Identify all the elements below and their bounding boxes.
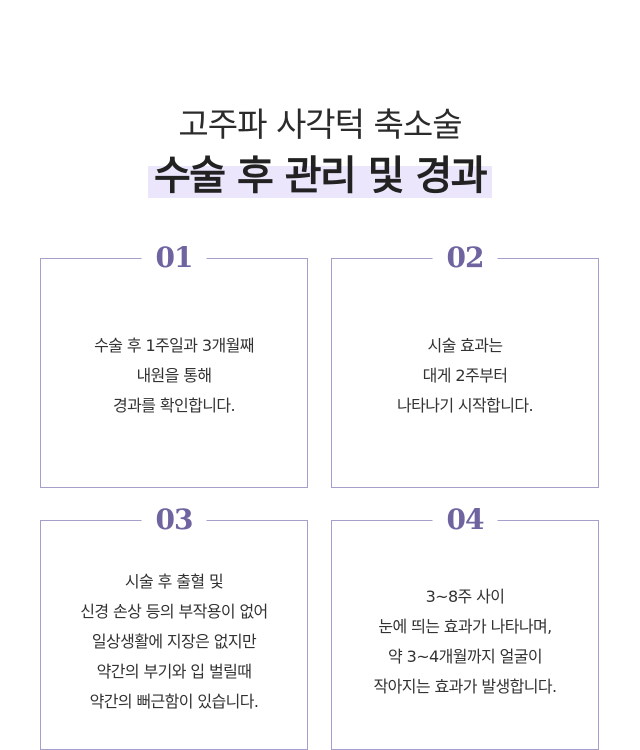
info-card-1: 01 수술 후 1주일과 3개월째 내원을 통해 경과를 확인합니다. <box>40 240 308 488</box>
card-line: 약간의 뻐근함이 있습니다. <box>89 692 259 711</box>
page-title-wrap: 수술 후 관리 및 경과 <box>0 148 640 204</box>
card-number: 03 <box>141 502 207 538</box>
page-subtitle: 고주파 사각턱 축소술 <box>178 105 462 144</box>
card-line: 수술 후 1주일과 3개월째 <box>94 336 254 355</box>
info-card-2: 02 시술 효과는 대게 2주부터 나타나기 시작합니다. <box>331 240 599 488</box>
info-card-4: 04 3~8주 사이 눈에 띄는 효과가 나타나며, 약 3~4개월까지 얼굴이… <box>331 502 599 750</box>
card-number: 04 <box>432 502 498 538</box>
card-line: 약 3~4개월까지 얼굴이 <box>388 647 543 666</box>
card-line: 3~8주 사이 <box>425 587 505 606</box>
card-line: 신경 손상 등의 부작용이 없어 <box>80 602 268 621</box>
card-line: 시술 후 출혈 및 <box>124 572 224 591</box>
card-line: 일상생활에 지장은 없지만 <box>91 632 257 651</box>
card-line: 약간의 부기와 입 벌릴때 <box>96 662 252 681</box>
card-line: 나타나기 시작합니다. <box>396 396 534 415</box>
card-number: 01 <box>141 240 207 276</box>
info-card-3: 03 시술 후 출혈 및 신경 손상 등의 부작용이 없어 일상생활에 지장은 … <box>40 502 308 750</box>
card-text: 수술 후 1주일과 3개월째 내원을 통해 경과를 확인합니다. <box>94 331 254 421</box>
card-text: 3~8주 사이 눈에 띄는 효과가 나타나며, 약 3~4개월까지 얼굴이 작아… <box>373 582 558 702</box>
card-number: 02 <box>432 240 498 276</box>
card-line: 내원을 통해 <box>136 366 212 385</box>
card-line: 경과를 확인합니다. <box>113 396 236 415</box>
page-title: 수술 후 관리 및 경과 <box>147 148 493 204</box>
card-line: 시술 효과는 <box>427 336 503 355</box>
card-line: 대게 2주부터 <box>422 366 508 385</box>
card-line: 작아지는 효과가 발생합니다. <box>373 677 558 696</box>
card-text: 시술 효과는 대게 2주부터 나타나기 시작합니다. <box>396 331 534 421</box>
card-text: 시술 후 출혈 및 신경 손상 등의 부작용이 없어 일상생활에 지장은 없지만… <box>80 567 268 717</box>
card-line: 눈에 띄는 효과가 나타나며, <box>378 617 552 636</box>
